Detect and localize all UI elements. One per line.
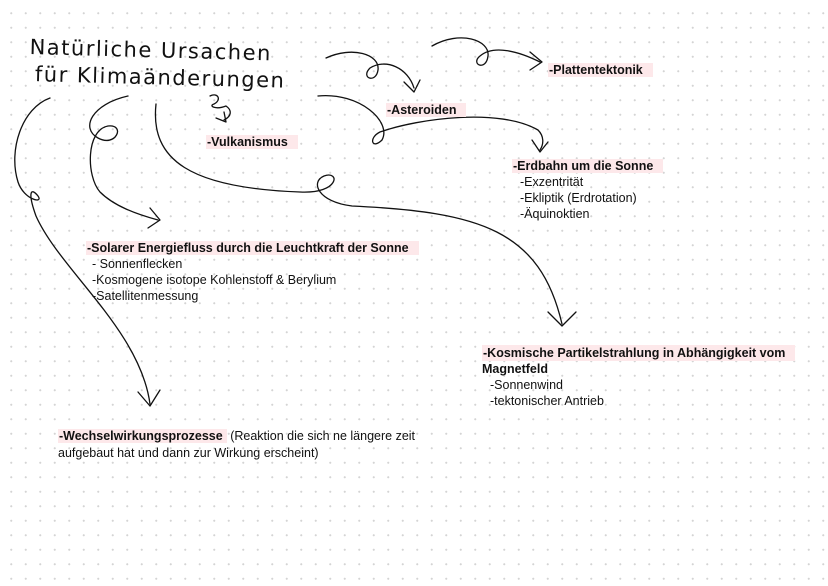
node-kosmisch: -Kosmische Partikelstrahlung in Abhängig… [482,345,796,409]
kosmisch-label-line1: -Kosmische Partikelstrahlung in Abhängig… [482,345,796,361]
node-plattentektonik: -Plattentektonik [548,62,653,78]
arrow-to-solar [89,95,159,221]
erdbahn-item: -Ekliptik (Erdrotation) [520,191,637,205]
node-asteroiden: -Asteroiden [386,102,467,118]
kosmisch-label-line2: Magnetfeld [482,362,548,376]
node-wechsel: -Wechselwirkungsprozesse (Reaktion die s… [58,428,448,462]
arrowhead-vulkanismus [215,111,227,123]
arrow-to-vulkanismus [209,94,231,121]
arrowhead-wechsel [137,389,161,407]
arrow-to-kosmisch [154,103,563,325]
arrow-to-erdbahn [317,95,544,151]
erdbahn-item: -Exzentrität [520,175,584,189]
solar-item: -Satellitenmessung [92,289,199,303]
solar-item: - Sonnenflecken [92,257,183,271]
node-vulkanismus: -Vulkanismus [206,134,298,150]
wechsel-label: -Wechselwirkungsprozesse [58,429,227,443]
arrowhead-kosmisch [547,311,577,327]
node-erdbahn: -Erdbahn um die Sonne -Exzentrität -Ekli… [512,158,664,222]
arrow-to-wechsel [14,97,151,405]
arrow-to-plattentektonik [431,37,541,66]
node-solar: -Solarer Energiefluss durch die Leuchtkr… [86,240,419,304]
asteroiden-label: -Asteroiden [386,103,467,117]
arrow-to-asteroiden [325,51,415,89]
arrowhead-solar [147,207,161,229]
plattentektonik-label: -Plattentektonik [548,63,653,77]
erdbahn-label: -Erdbahn um die Sonne [512,159,664,173]
arrowhead-plattentektonik [529,51,543,71]
kosmisch-item: -Sonnenwind [490,378,563,392]
arrowhead-asteroiden [403,79,421,93]
vulkanismus-label: -Vulkanismus [206,135,298,149]
wechsel-note: (Reaktion die sich ne längere zeit aufge… [58,429,416,460]
kosmisch-item: -tektonischer Antrieb [490,394,604,408]
arrowhead-erdbahn [531,139,549,153]
solar-label: -Solarer Energiefluss durch die Leuchtkr… [86,241,419,255]
erdbahn-item: -Äquinoktien [520,207,590,221]
solar-item: -Kosmogene isotope Kohlenstoff & Beryliu… [92,273,337,287]
page-title: Natürliche Ursachen für Klimaänderungen [29,34,287,95]
